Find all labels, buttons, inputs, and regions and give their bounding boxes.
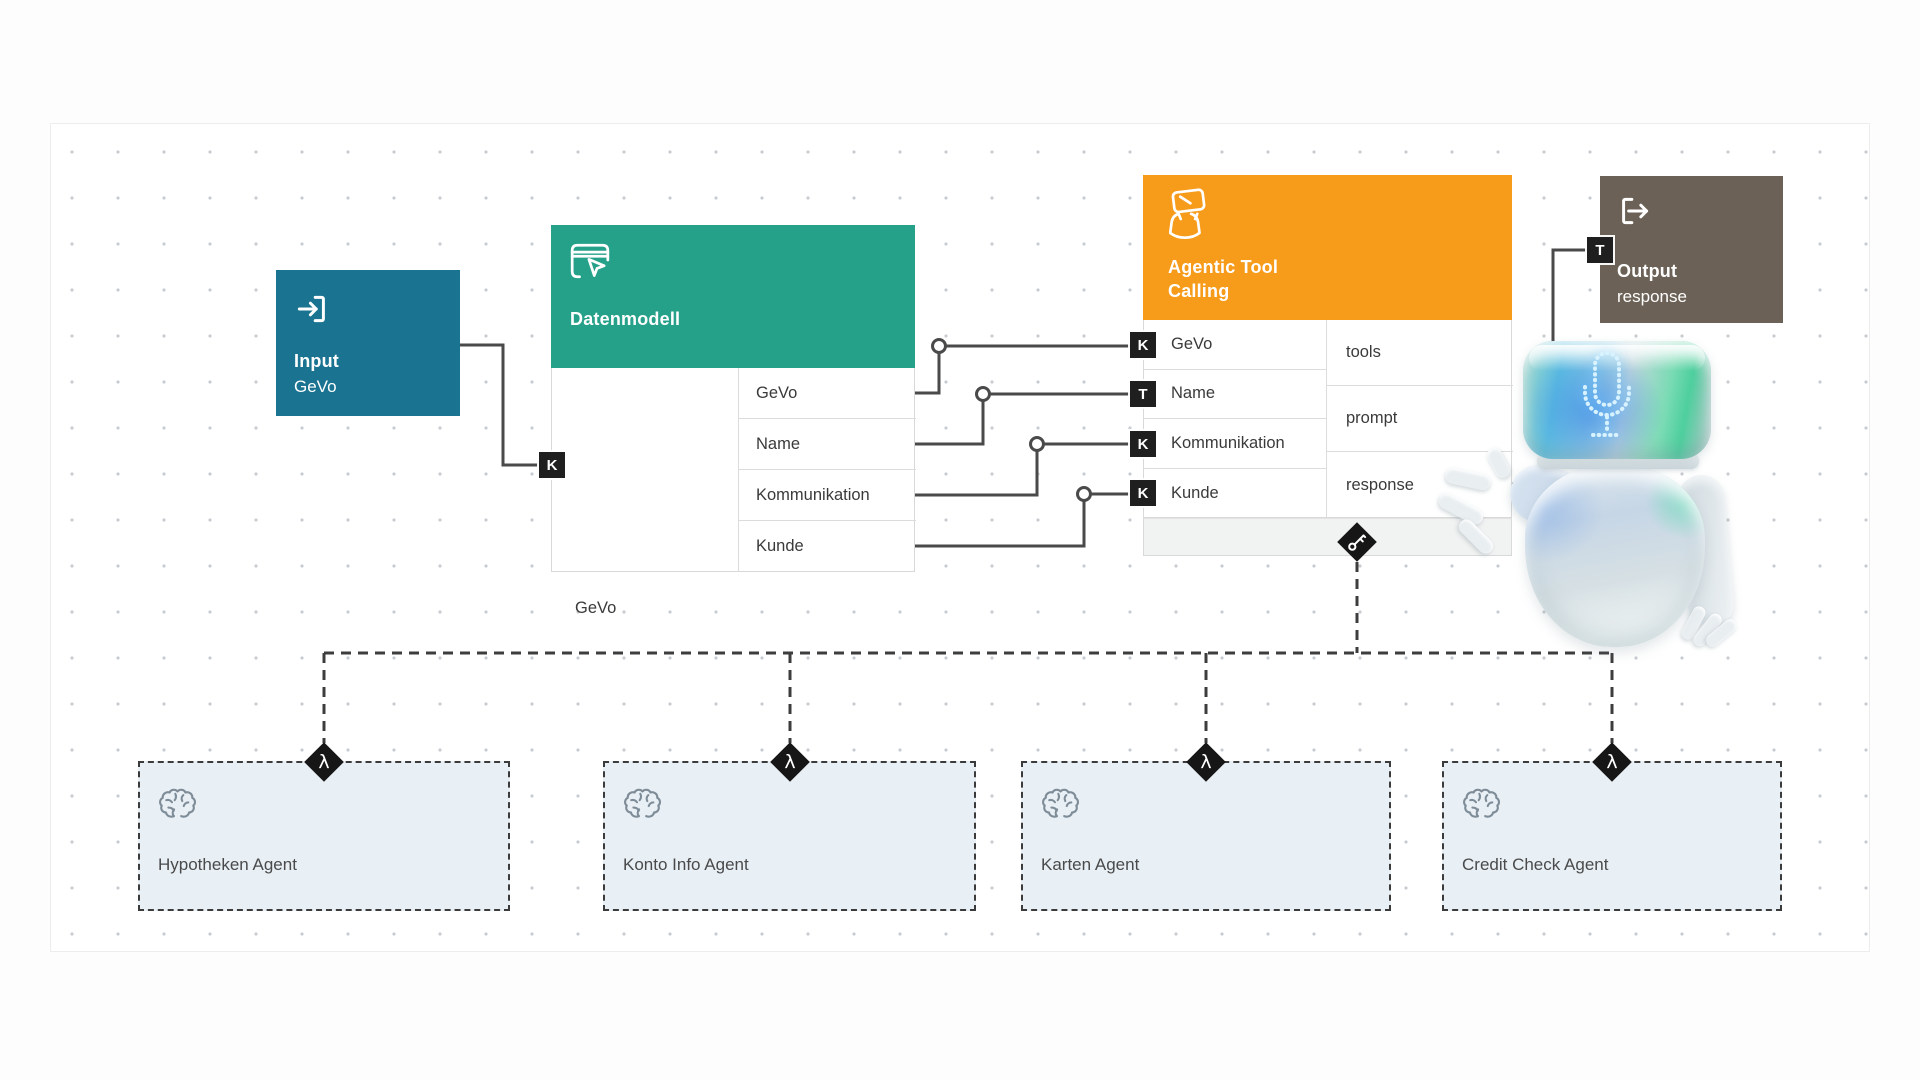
agent-box-karten[interactable]: Karten Agent <box>1021 761 1391 911</box>
port-letter: K <box>1137 336 1149 354</box>
input-node[interactable]: Input GeVo <box>276 270 460 416</box>
lambda-connector-agent-2[interactable]: λ <box>770 742 810 782</box>
port-letter: T <box>1138 385 1148 403</box>
port-letter: T <box>1595 241 1605 259</box>
port-letter: K <box>546 456 558 474</box>
agent-label: Credit Check Agent <box>1462 855 1609 874</box>
agent-box-credit-check[interactable]: Credit Check Agent <box>1442 761 1782 911</box>
datenmodell-left-cell <box>552 368 739 571</box>
datenmodell-body: GeVo Name Kommunikation Kunde GeVo <box>551 368 916 617</box>
brain-icon <box>624 788 661 818</box>
datenmodell-node[interactable]: Datenmodell GeVo Name Kommunikation Kund… <box>539 225 916 617</box>
port-letter: K <box>1137 484 1149 502</box>
agentic-input-row-kunde[interactable]: Kunde <box>1144 469 1326 519</box>
logout-icon <box>1622 197 1649 225</box>
lambda-connector-agent-1[interactable]: λ <box>304 742 344 782</box>
data-model-icon <box>570 243 610 279</box>
agentic-title-line1: Agentic Tool <box>1168 257 1279 277</box>
field-label: Name <box>756 434 801 453</box>
datenmodell-input-port-label: GeVo <box>575 599 617 617</box>
field-label: Kommunikation <box>756 485 870 504</box>
agentic-output-row-response[interactable]: response <box>1327 452 1513 518</box>
input-node-subtitle: GeVo <box>294 377 337 396</box>
port-t-response-output[interactable]: T <box>1587 237 1613 263</box>
output-label: tools <box>1346 343 1381 361</box>
field-label: Kunde <box>756 537 804 555</box>
input-label: GeVo <box>1171 334 1213 353</box>
output-node-subtitle: response <box>1617 287 1687 306</box>
agentic-header: Agentic Tool Calling <box>1143 175 1512 320</box>
output-node-title: Output <box>1617 261 1678 281</box>
datenmodell-title: Datenmodell <box>570 309 681 329</box>
agentic-input-row-name[interactable]: Name <box>1144 370 1326 419</box>
port-t-name-agentic[interactable]: T <box>1130 381 1156 407</box>
brain-icon <box>159 788 196 818</box>
brain-icon <box>1042 788 1079 818</box>
lambda-icon: λ <box>1606 751 1618 773</box>
field-label: GeVo <box>756 383 798 402</box>
output-label: response <box>1346 475 1414 494</box>
output-node[interactable]: Output response <box>1600 176 1783 323</box>
output-label: prompt <box>1346 409 1398 427</box>
input-label: Kunde <box>1171 483 1219 502</box>
port-k-gevo-datenmodell[interactable]: K <box>539 452 565 478</box>
agentic-input-row-kommunikation[interactable]: Kommunikation <box>1144 419 1326 469</box>
datenmodell-header: Datenmodell <box>551 225 915 368</box>
agentic-output-row-prompt[interactable]: prompt <box>1327 386 1513 452</box>
lambda-connector-agent-4[interactable]: λ <box>1592 742 1632 782</box>
agentic-body: GeVo Name Kommunikation Kunde tools prom… <box>1143 320 1513 519</box>
lambda-icon: λ <box>1200 751 1212 773</box>
tools-key-connector[interactable] <box>1337 522 1377 562</box>
brain-icon <box>1463 788 1500 818</box>
lambda-icon: λ <box>318 751 330 773</box>
login-icon <box>297 295 325 323</box>
input-label: Name <box>1171 384 1216 403</box>
lambda-icon: λ <box>784 751 796 773</box>
field-row-kunde[interactable]: Kunde <box>739 521 916 572</box>
input-node-title: Input <box>294 351 339 371</box>
lambda-connector-agent-3[interactable]: λ <box>1186 742 1226 782</box>
port-k-kunde-agentic[interactable]: K <box>1130 480 1156 506</box>
input-label: Kommunikation <box>1171 433 1285 452</box>
agentic-title-line2: Calling <box>1168 281 1230 301</box>
agent-label: Konto Info Agent <box>623 855 749 874</box>
agentic-tool-calling-node[interactable]: Agentic Tool Calling GeVo Name Kommunika… <box>1130 175 1513 556</box>
field-row-gevo[interactable]: GeVo <box>739 368 916 419</box>
agent-label: Karten Agent <box>1041 855 1140 874</box>
agent-label: Hypotheken Agent <box>158 855 297 874</box>
agent-box-konto-info[interactable]: Konto Info Agent <box>603 761 976 911</box>
port-k-kommunikation-agentic[interactable]: K <box>1130 431 1156 457</box>
agentic-output-row-tools[interactable]: tools <box>1327 320 1513 386</box>
field-row-kommunikation[interactable]: Kommunikation <box>739 470 916 521</box>
port-letter: K <box>1137 435 1149 453</box>
agentic-footer-bar <box>1143 518 1512 556</box>
key-icon <box>1337 522 1377 562</box>
agent-box-hypotheken[interactable]: Hypotheken Agent <box>138 761 510 911</box>
field-row-name[interactable]: Name <box>739 419 916 470</box>
agent-icon <box>1168 188 1206 240</box>
agentic-input-row-gevo[interactable]: GeVo <box>1144 320 1326 370</box>
port-k-gevo-agentic[interactable]: K <box>1130 332 1156 358</box>
